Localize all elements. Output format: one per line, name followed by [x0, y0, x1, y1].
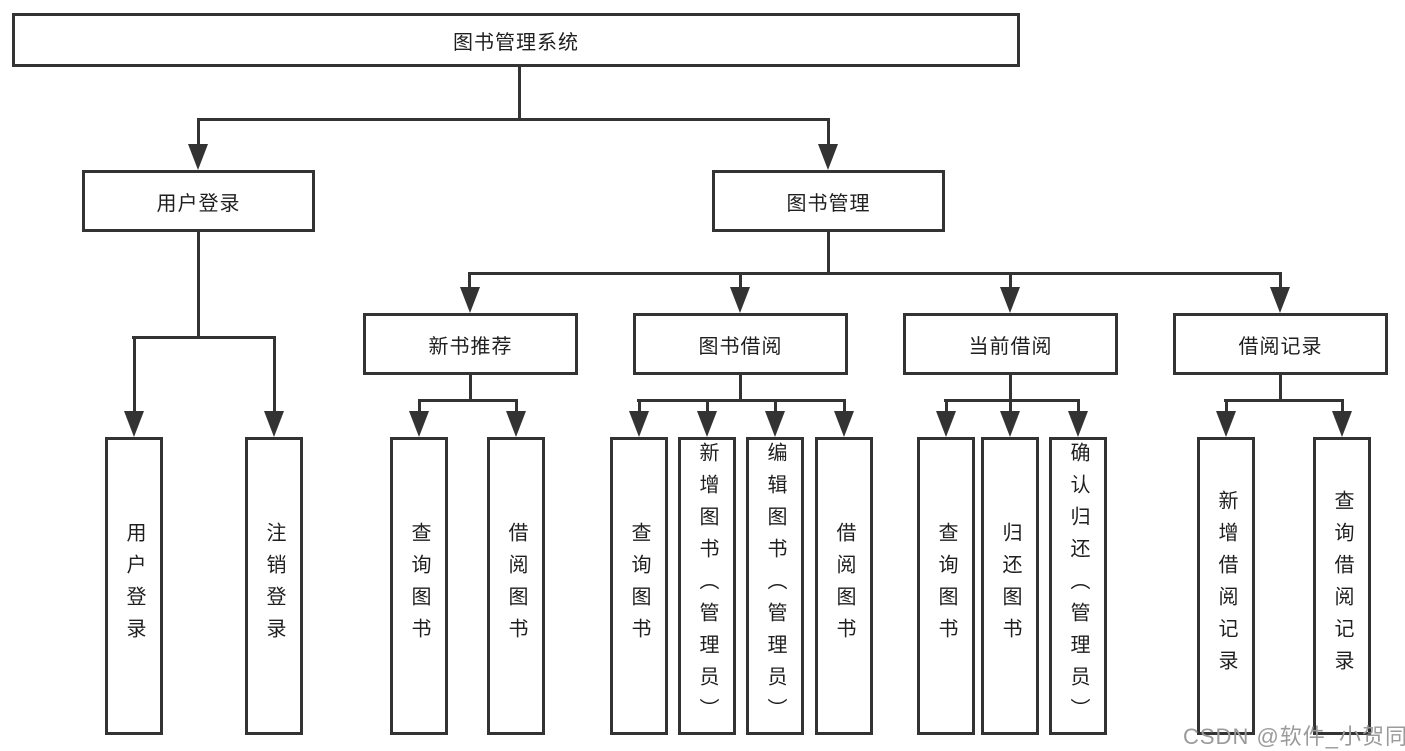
node-book-borrowing: 图书借阅 [633, 313, 848, 375]
node-borrowing-records-label: 借阅记录 [1238, 335, 1323, 358]
node-new-book-recommend-label: 新书推荐 [428, 335, 513, 358]
connector-user-login-stub [197, 232, 200, 339]
arrowhead-book-borrow [730, 287, 750, 313]
leaf-br-add-record: 新增借阅记录 [1197, 437, 1255, 735]
arrowhead-cb-leaf2 [1000, 411, 1020, 437]
leaf-cb-confirm-return-admin: 确认归还（管理员） [1049, 437, 1107, 735]
connector-borrow-records-drop [1279, 272, 1282, 292]
connector-leaf-logout-drop [273, 336, 276, 415]
arrowhead-bb-leaf1 [629, 411, 649, 437]
connector-cb-leaf2-drop [1009, 399, 1012, 415]
node-book-management: 图书管理 [712, 170, 945, 232]
node-borrowing-records: 借阅记录 [1173, 313, 1388, 375]
arrowhead-user-login [188, 144, 208, 170]
connector-bb-leaf3-drop [774, 399, 777, 415]
connector-new-book-rec-branch [418, 399, 518, 402]
leaf-bb-query-books: 查询图书 [610, 437, 668, 735]
leaf-nbr-borrow-books-label: 借阅图书 [505, 522, 527, 650]
connector-bb-leaf2-drop [706, 399, 709, 415]
node-user-login-label: 用户登录 [156, 192, 241, 215]
leaf-logout: 注销登录 [245, 437, 303, 735]
connector-cb-leaf1-drop [945, 399, 948, 415]
leaf-br-add-record-label: 新增借阅记录 [1215, 490, 1237, 682]
arrowhead-leaf-logout [264, 411, 284, 437]
connector-br-leaf1-drop [1225, 399, 1228, 415]
node-current-borrowing-label: 当前借阅 [968, 335, 1053, 358]
leaf-nbr-query-books-label: 查询图书 [408, 522, 430, 650]
node-root: 图书管理系统 [12, 13, 1020, 67]
node-book-borrowing-label: 图书借阅 [698, 335, 783, 358]
leaf-br-query-record-label: 查询借阅记录 [1331, 490, 1353, 682]
connector-new-book-rec-drop [468, 272, 471, 292]
connector-book-mgmt-drop [827, 118, 830, 150]
arrowhead-borrow-records [1270, 287, 1290, 313]
arrowhead-cb-leaf1 [936, 411, 956, 437]
leaf-bb-borrow-books: 借阅图书 [815, 437, 873, 735]
leaf-bb-query-books-label: 查询图书 [628, 522, 650, 650]
connector-book-borrow-stub [739, 373, 742, 402]
leaf-nbr-borrow-books: 借阅图书 [487, 437, 545, 735]
arrowhead-nbr-leaf2 [506, 411, 526, 437]
arrowhead-leaf-user-login [124, 411, 144, 437]
node-new-book-recommend: 新书推荐 [363, 313, 578, 375]
arrowhead-bb-leaf2 [697, 411, 717, 437]
connector-bb-leaf1-drop [638, 399, 641, 415]
arrowhead-new-book-rec [460, 287, 480, 313]
leaf-cb-confirm-return-admin-label: 确认归还（管理员） [1067, 442, 1089, 730]
leaf-nbr-query-books: 查询图书 [390, 437, 448, 735]
leaf-bb-add-books-admin: 新增图书（管理员） [678, 437, 736, 735]
node-root-label: 图书管理系统 [453, 31, 579, 54]
connector-borrow-records-stub [1279, 373, 1282, 402]
connector-book-borrow-branch [637, 399, 846, 402]
arrowhead-cb-leaf3 [1068, 411, 1088, 437]
arrowhead-bb-leaf3 [765, 411, 785, 437]
connector-level2-branch [468, 272, 1282, 275]
leaf-bb-borrow-books-label: 借阅图书 [833, 522, 855, 650]
arrowhead-current-borrow [1000, 287, 1020, 313]
connector-level1-branch [197, 118, 830, 121]
node-current-borrowing: 当前借阅 [903, 313, 1118, 375]
connector-cb-leaf3-drop [1077, 399, 1080, 415]
connector-current-borrow-drop [1009, 272, 1012, 292]
connector-br-leaf2-drop [1341, 399, 1344, 415]
connector-book-mgmt-stub [827, 232, 830, 275]
leaf-logout-label: 注销登录 [263, 522, 285, 650]
leaf-br-query-record: 查询借阅记录 [1313, 437, 1371, 735]
leaf-cb-return-books: 归还图书 [981, 437, 1039, 735]
connector-book-borrow-drop [739, 272, 742, 292]
connector-user-login-branch [132, 336, 276, 339]
csdn-watermark: CSDN @软件_小贺同学 [1183, 724, 1405, 749]
arrowhead-nbr-leaf1 [409, 411, 429, 437]
connector-nbr-leaf2-drop [515, 399, 518, 415]
node-book-management-label: 图书管理 [786, 192, 871, 215]
leaf-user-login-label: 用户登录 [123, 522, 145, 650]
connector-current-borrow-branch [944, 399, 1080, 402]
leaf-cb-query-books: 查询图书 [917, 437, 975, 735]
leaf-cb-query-books-label: 查询图书 [935, 522, 957, 650]
connector-nbr-leaf1-drop [418, 399, 421, 415]
arrowhead-br-leaf2 [1332, 411, 1352, 437]
arrowhead-bb-leaf4 [834, 411, 854, 437]
leaf-cb-return-books-label: 归还图书 [999, 522, 1021, 650]
arrowhead-br-leaf1 [1216, 411, 1236, 437]
leaf-user-login: 用户登录 [105, 437, 163, 735]
connector-new-book-rec-stub [469, 373, 472, 402]
connector-bb-leaf4-drop [843, 399, 846, 415]
leaf-bb-edit-books-admin: 编辑图书（管理员） [746, 437, 804, 735]
connector-borrow-records-branch [1224, 399, 1344, 402]
arrowhead-book-mgmt [818, 144, 838, 170]
leaf-bb-edit-books-admin-label: 编辑图书（管理员） [764, 442, 786, 730]
connector-leaf-user-login-drop [133, 336, 136, 415]
leaf-bb-add-books-admin-label: 新增图书（管理员） [696, 442, 718, 730]
connector-root-stub [518, 66, 521, 120]
connector-user-login-drop [197, 118, 200, 150]
node-user-login: 用户登录 [82, 170, 315, 232]
connector-current-borrow-stub [1009, 373, 1012, 402]
